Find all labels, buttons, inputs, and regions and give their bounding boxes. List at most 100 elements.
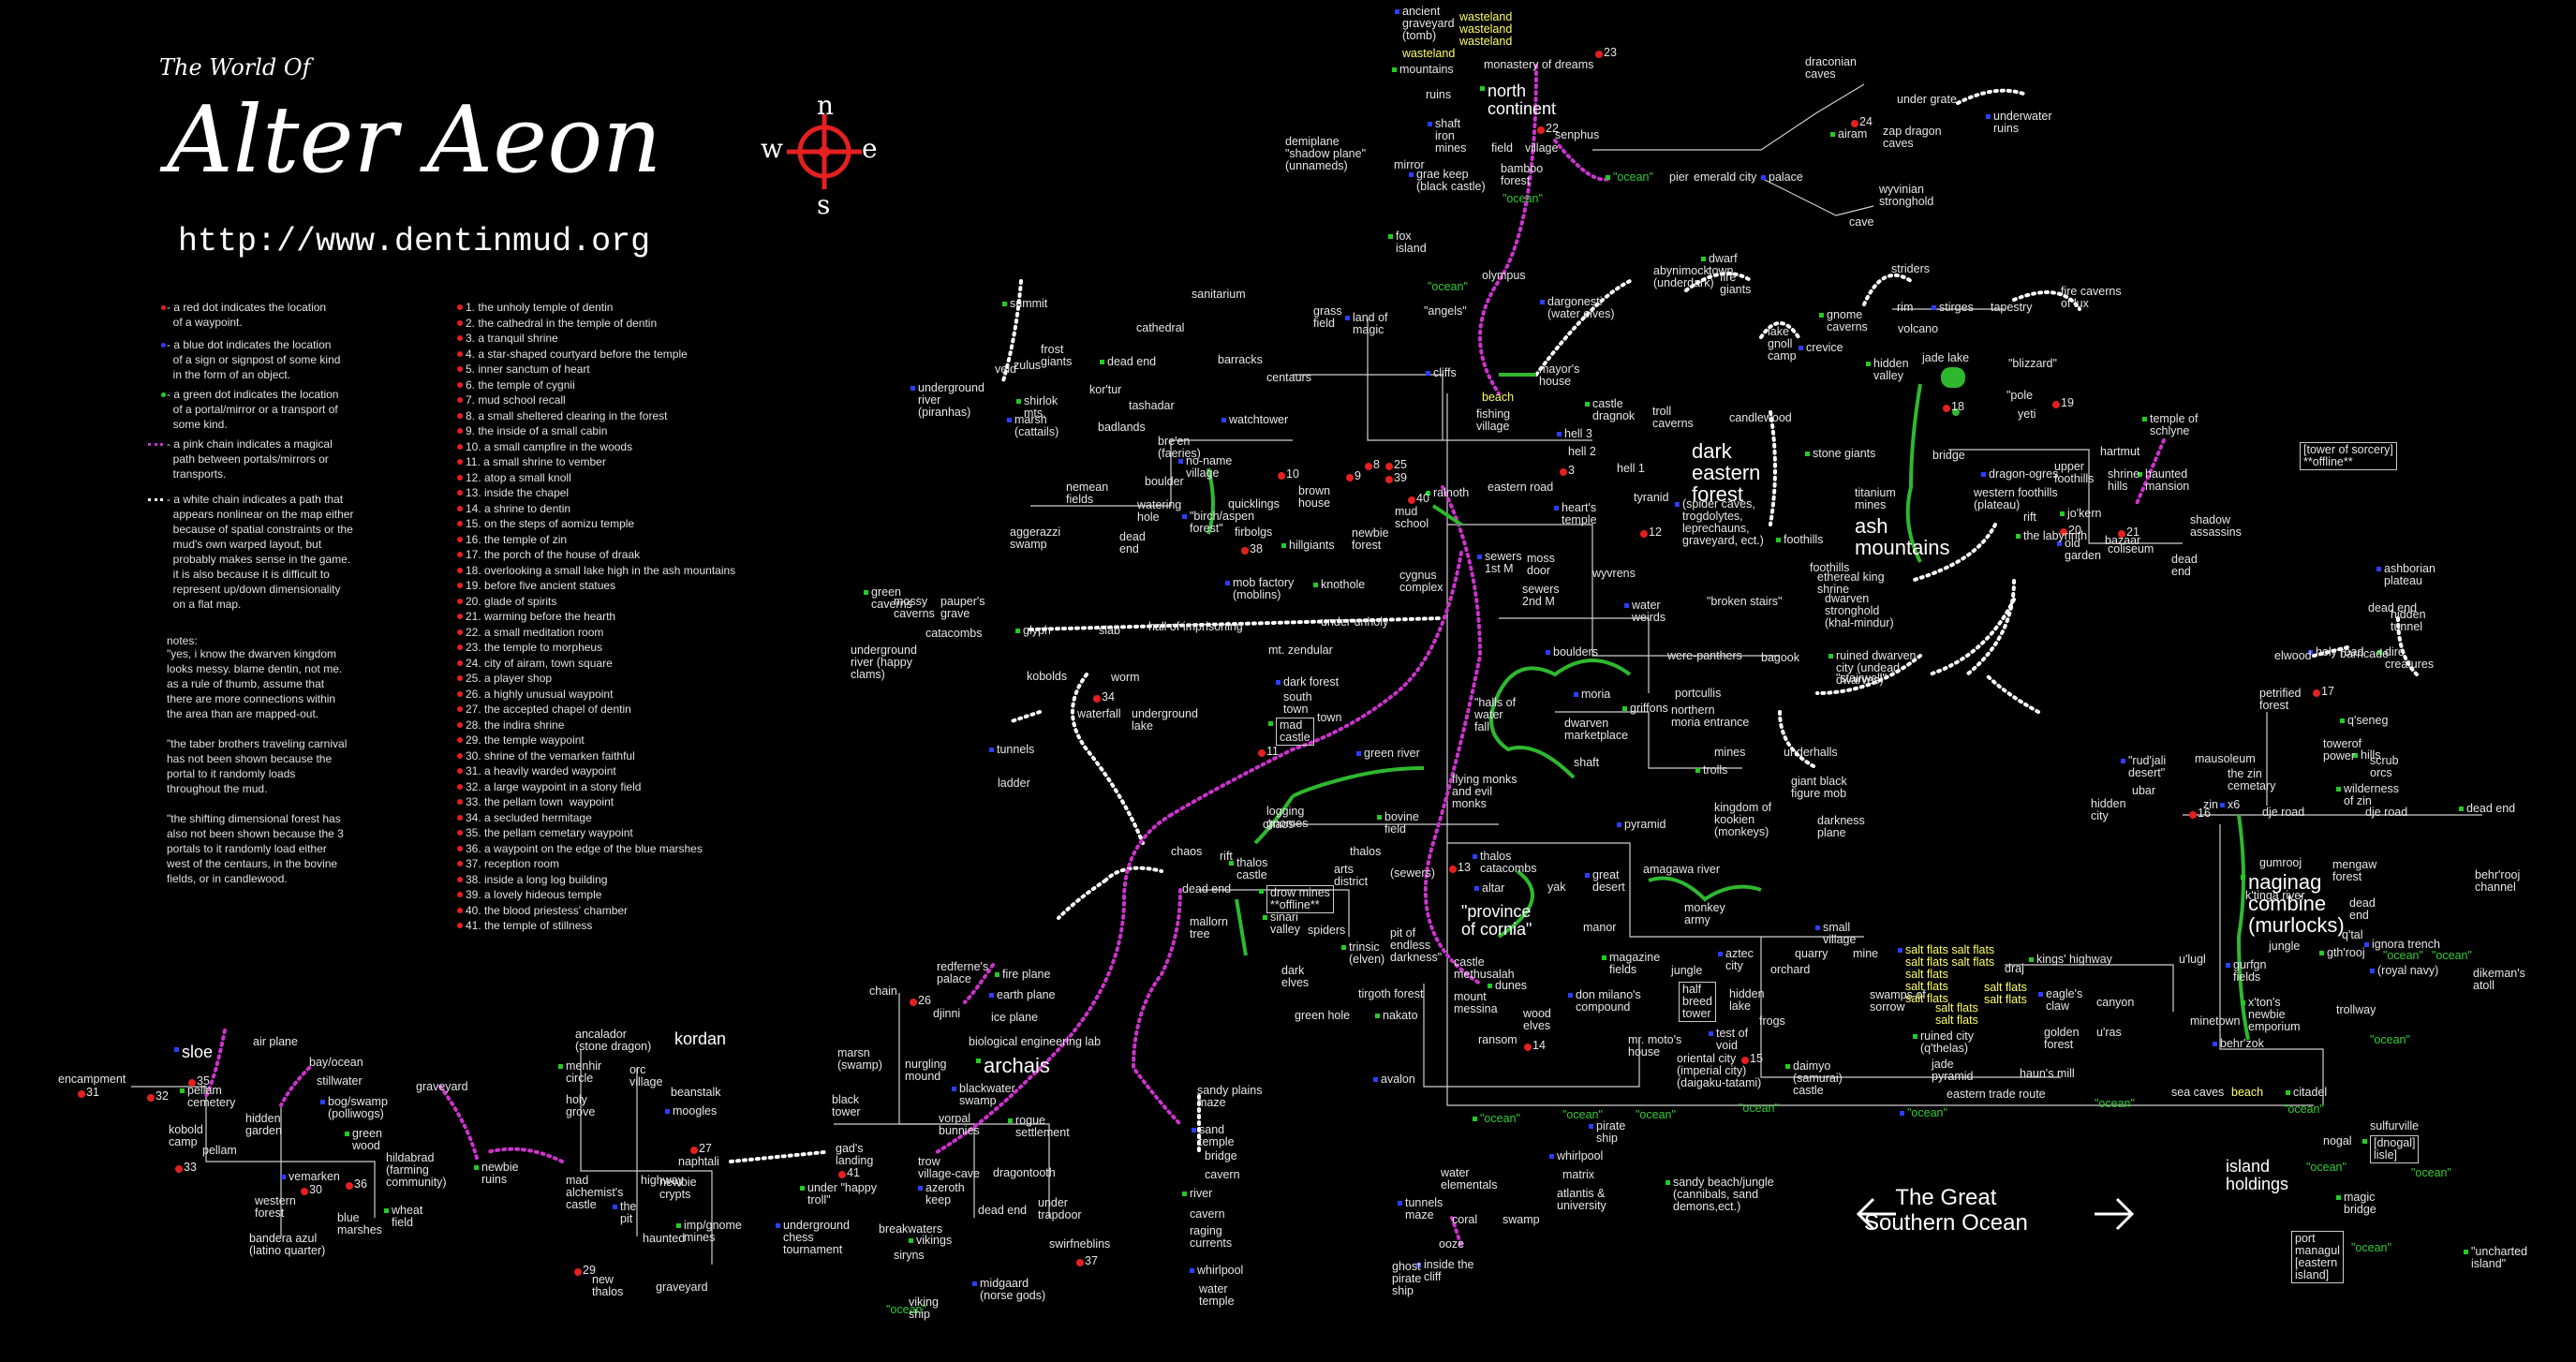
- place-label: oriental city (imperial city) (daigaku-t…: [1677, 1052, 1762, 1089]
- place-label: "ocean": [1480, 1112, 1520, 1125]
- place-label: sewers 1st M: [1485, 550, 1522, 575]
- place-label: pirate ship: [1596, 1119, 1626, 1145]
- place-label: holy road: [2316, 645, 2364, 659]
- portal-marker: [1585, 402, 1590, 407]
- sign-marker: [1395, 9, 1399, 14]
- site-url-link[interactable]: http://www.dentinmud.org: [178, 223, 651, 260]
- place-label: sloe: [182, 1043, 214, 1061]
- waypoint-marker: [346, 1182, 353, 1190]
- place-label: dje road: [2262, 806, 2305, 819]
- title-small: The World Of: [159, 54, 311, 81]
- sign-marker: [2220, 803, 2225, 807]
- waypoint-item: 8. a small sheltered clearing in the for…: [457, 408, 735, 424]
- place-label: dje road: [2365, 806, 2408, 819]
- place-label: monkey army: [1684, 901, 1725, 926]
- place-label: ethereal king shrine: [1817, 570, 1885, 596]
- place-label: gumrooj: [2259, 856, 2302, 869]
- place-label: field: [1491, 141, 1513, 155]
- place-label: "ocean": [2306, 1161, 2347, 1174]
- place-label: olympus: [1482, 269, 1526, 282]
- sign-marker: [910, 386, 915, 391]
- place-label: emerald city: [1694, 170, 1757, 184]
- place-label: volcano: [1898, 322, 1939, 335]
- place-label: lake gnoll camp: [1768, 325, 1797, 363]
- waypoint-number: 12: [1649, 526, 1662, 539]
- waypoint-marker: [1560, 468, 1567, 476]
- place-label: salt flats salt flats: [1984, 981, 2027, 1006]
- sign-marker: [1182, 514, 1187, 519]
- place-label: vemarken: [289, 1170, 340, 1183]
- waypoint-label: 10. a small campfire in the woods: [466, 439, 633, 453]
- southern-ocean-label: The Great Southern Ocean: [1864, 1185, 2028, 1236]
- waypoint-label: 7. mud school recall: [466, 393, 566, 407]
- sign-marker: [1709, 1031, 1713, 1036]
- place-label: western forest: [255, 1194, 296, 1220]
- place-label: don milano's compound: [1576, 988, 1641, 1014]
- waypoint-dot-icon: [457, 319, 463, 326]
- portal-marker: [1268, 721, 1273, 726]
- place-label: water elementals: [1441, 1166, 1498, 1192]
- place-label: behr'zok: [2220, 1037, 2264, 1050]
- portal-marker: [2016, 534, 2021, 539]
- place-label: shadow assassins: [2190, 513, 2242, 539]
- sign-marker: [1416, 1263, 1421, 1267]
- place-label: hidden garden: [245, 1112, 282, 1137]
- waypoint-dot-icon: [457, 598, 463, 604]
- place-label: menhir circle: [566, 1059, 602, 1085]
- place-label: ubar: [2132, 784, 2156, 797]
- place-label: waterfall: [1077, 707, 1121, 720]
- waypoint-item: 29. the temple waypoint: [457, 733, 735, 748]
- waypoint-number: 10: [1286, 467, 1299, 481]
- place-label: veld: [995, 363, 1016, 376]
- portal-marker: [1695, 768, 1700, 773]
- waypoint-item: 13. inside the chapel: [457, 485, 735, 501]
- place-label: new thalos: [592, 1273, 624, 1298]
- place-label: chain: [869, 984, 897, 998]
- place-label: towerof power: [2323, 737, 2361, 762]
- place-label: zap dragon caves: [1883, 125, 1942, 150]
- waypoint-dot-icon: [457, 907, 463, 913]
- place-label: haun's mill: [2020, 1067, 2075, 1080]
- place-label: newbie crypts: [659, 1176, 697, 1201]
- place-label: ashborian plateau: [2384, 562, 2435, 587]
- waypoint-marker: [2313, 689, 2320, 697]
- place-label: ladder: [998, 777, 1030, 790]
- waypoint-dot-icon: [457, 644, 463, 650]
- place-label: k'tinga river: [2245, 889, 2305, 902]
- waypoint-dot-icon: [457, 459, 463, 465]
- place-label: raging currents: [1190, 1224, 1233, 1250]
- place-label: frogs: [1759, 1014, 1785, 1028]
- place-label: old garden: [2065, 537, 2101, 562]
- portal-marker: [2362, 1139, 2367, 1144]
- place-label: yeti: [2018, 407, 2036, 421]
- waypoint-item: 16. the temple of zin: [457, 532, 735, 548]
- portal-marker: [1602, 955, 1606, 960]
- place-label: "province of cornia": [1461, 902, 1532, 939]
- portal-marker: [676, 1223, 681, 1228]
- sign-marker: [952, 1087, 956, 1091]
- place-label: river: [1190, 1187, 1213, 1200]
- sign-marker: [1898, 948, 1902, 953]
- place-label: kobold camp: [169, 1123, 203, 1148]
- waypoint-dot-icon: [457, 768, 463, 774]
- place-label: x6: [2228, 798, 2241, 811]
- place-label: ice plane: [991, 1011, 1039, 1024]
- waypoint-dot-icon: [457, 783, 463, 790]
- place-label: dead end: [978, 1204, 1028, 1217]
- place-label: gad's landing: [836, 1142, 874, 1167]
- place-label: ancient graveyard (tomb): [1402, 5, 1455, 42]
- place-label: thalos catacombs: [1480, 850, 1537, 875]
- portal-marker: [1008, 1118, 1013, 1123]
- place-label: [tower of sorcery] **offline**: [2300, 442, 2397, 470]
- place-label: airam: [1838, 127, 1868, 141]
- place-label: swamps of sorrow: [1870, 988, 1926, 1014]
- waypoint-item: 22. a small meditation room: [457, 625, 735, 641]
- place-label: "ocean": [1428, 280, 1468, 293]
- waypoint-dot-icon: [457, 335, 463, 341]
- place-label: "ocean": [1562, 1108, 1603, 1121]
- waypoint-number: 9: [1355, 469, 1361, 482]
- place-label: trow village-cave: [918, 1155, 981, 1180]
- portal-marker: [1866, 362, 1871, 366]
- place-label: fox island: [1396, 229, 1427, 255]
